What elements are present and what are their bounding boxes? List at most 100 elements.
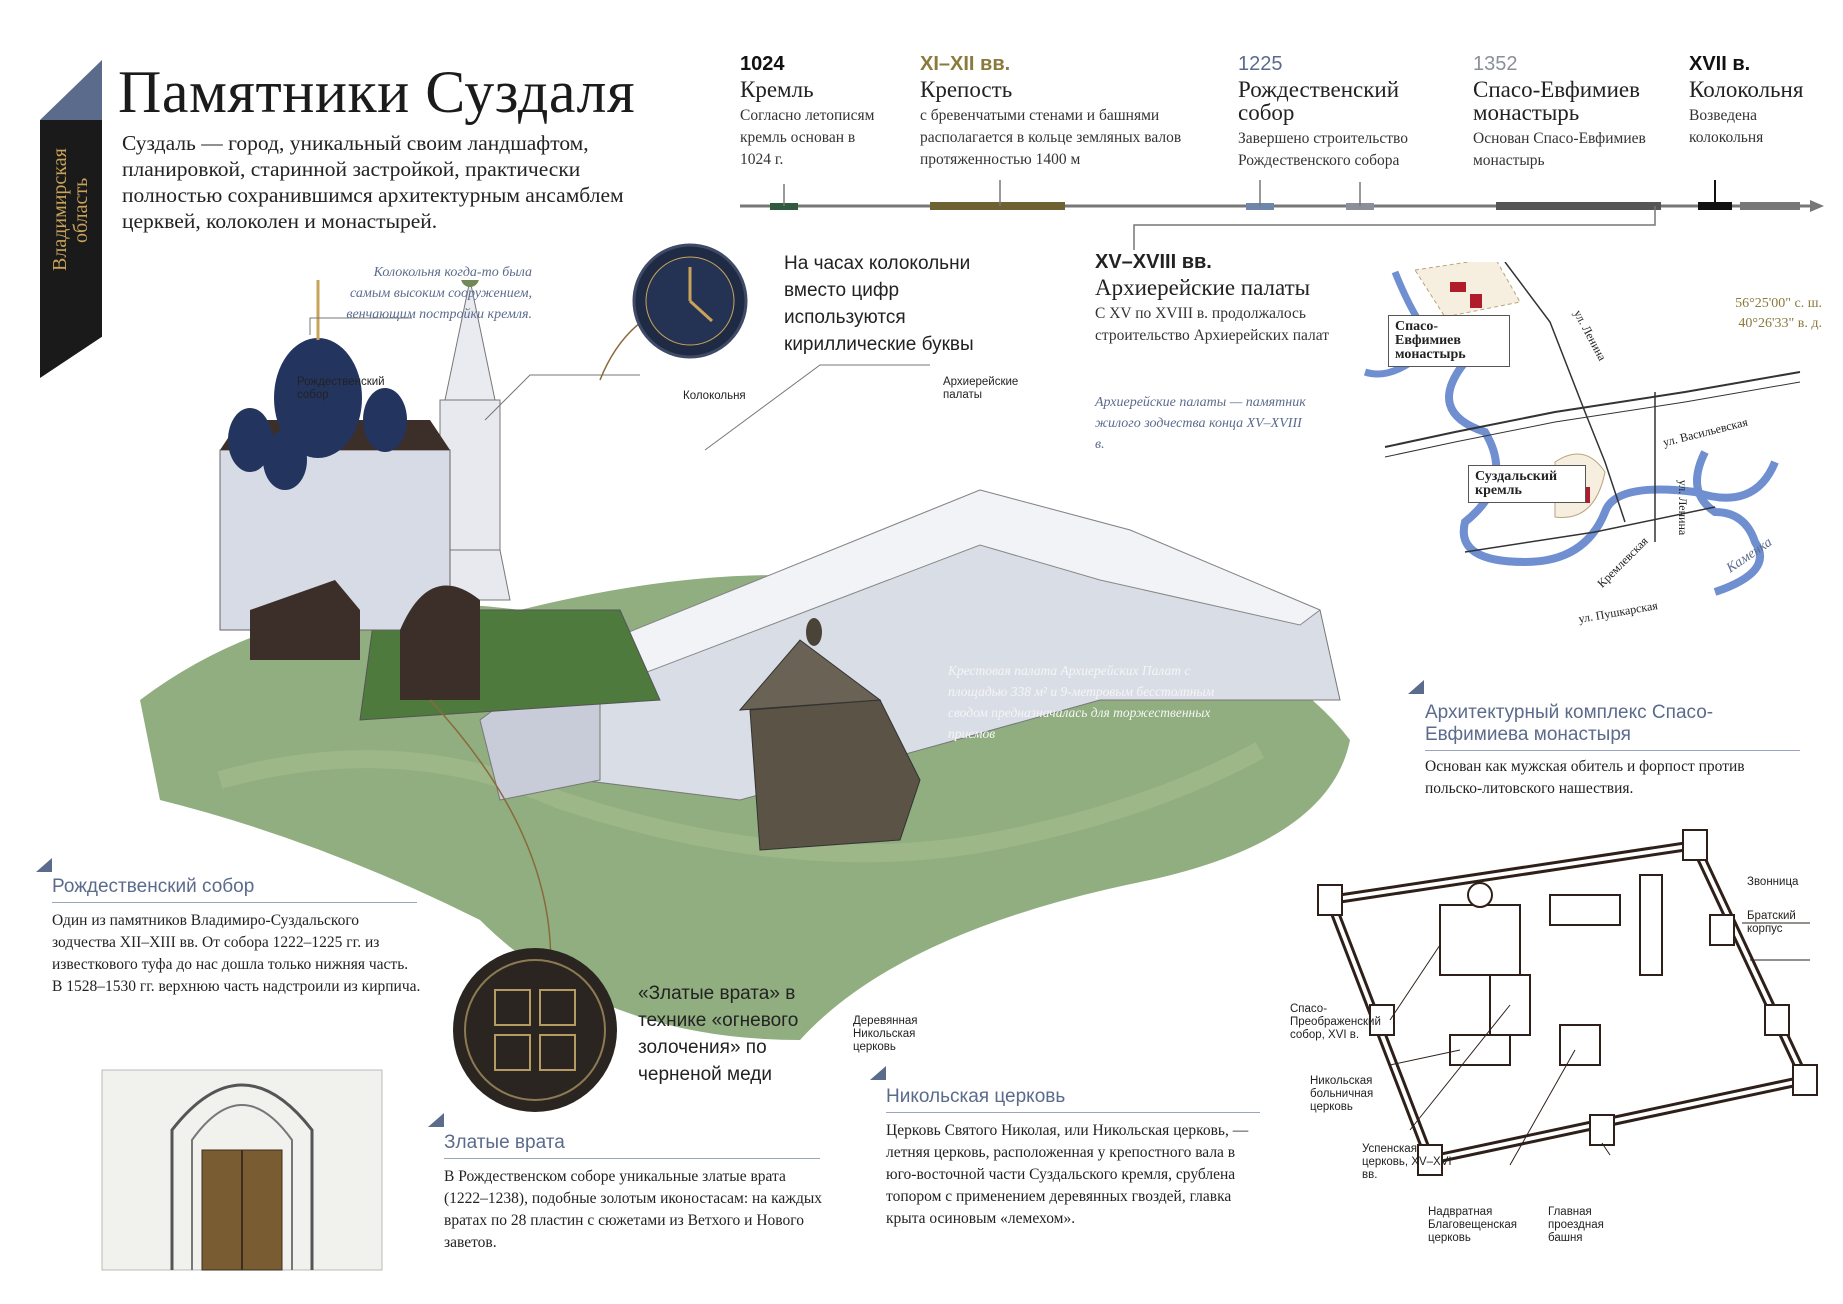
timeline-year: 1024 (740, 53, 785, 75)
region-ribbon (40, 120, 102, 378)
kremlin-illustration (140, 280, 1350, 1040)
tower-icon (1589, 1114, 1615, 1146)
section-marker (870, 1066, 886, 1080)
map-coordinates: 56°25'00" с. ш. 40°26'33" в. д. (1735, 296, 1822, 331)
timeline-item: XI–XII вв. Крепость с бревенчатыми стена… (920, 52, 1215, 171)
timeline-mark (1246, 203, 1274, 210)
building (1559, 1024, 1601, 1066)
tower-icon (1317, 884, 1343, 916)
road (1504, 262, 1626, 523)
timeline-desc: Согласно летописям кремль основан в 1024… (740, 107, 875, 168)
callout-line (1409, 1004, 1511, 1131)
building (1470, 294, 1482, 308)
timeline-desc: Основан Спасо-Евфимиев монастырь (1473, 130, 1646, 169)
building (1549, 894, 1621, 926)
nikolskaya-body: Церковь Святого Николая, или Никольская … (886, 1122, 1249, 1227)
cathedral-section-title: Рождественский собор (52, 876, 417, 903)
palaces-note: Архиерейские палаты — памятник жилого зо… (1095, 395, 1306, 452)
wooden-church-dome (806, 618, 822, 646)
timeline-name: Кремль (740, 77, 814, 102)
timeline-desc: Завершено строительство Рождественского … (1238, 130, 1408, 169)
timeline-year: XV–XVIII вв. (1095, 251, 1212, 273)
timeline-item: 1024 Кремль Согласно летописям кремль ос… (740, 52, 890, 171)
nikolskaya-title: Никольская церковь (886, 1086, 1260, 1113)
cathedral-dome-main (274, 338, 362, 458)
clock-icon (632, 243, 748, 359)
cathedral-plan (1439, 904, 1521, 976)
region-label: Владимирская область (49, 148, 92, 272)
road (1384, 381, 1801, 458)
timeline-year: 1225 (1238, 53, 1283, 75)
timeline-name: Крепость (920, 77, 1013, 102)
plan-label: Надвратная Благовещенская церковь (1428, 1206, 1517, 1244)
plan-label: Главная проездная башня (1548, 1206, 1604, 1244)
palace-roof (558, 489, 1321, 691)
section-marker (1408, 680, 1424, 694)
map-monastery-label: Спасо-Евфимиев монастырь (1388, 315, 1510, 367)
timeline-arrow-icon (1810, 200, 1824, 212)
monastery-area (1414, 262, 1521, 318)
belltower-note: Колокольня когда-то была самым высоким с… (346, 265, 532, 322)
map-street-label: ул. Ленина (1676, 479, 1691, 536)
river (1693, 450, 1764, 596)
timeline-mark (1740, 202, 1800, 210)
timeline-year: XVII в. (1689, 53, 1751, 75)
complex-title: Архитектурный комплекс Спасо-Евфимиева м… (1425, 702, 1800, 751)
timeline-item: 1225 Рождественский собор Завершено стро… (1238, 52, 1438, 172)
porch-right (400, 585, 480, 700)
belltower-label: Колокольня (683, 390, 746, 402)
timeline-item: 1352 Спасо-Евфимиев монастырь Основан Сп… (1473, 52, 1658, 172)
timeline-mark (1496, 202, 1661, 210)
cathedral-section-body: Один из памятников Владимиро-Суздальског… (52, 912, 421, 995)
cathedral-dome (228, 408, 272, 472)
road (1384, 371, 1801, 448)
plan-label: Братский корпус (1747, 910, 1796, 935)
intro-text: Суздаль — город, уникальный своим ландша… (122, 131, 624, 233)
tower-icon (1764, 1004, 1790, 1036)
gates-note: «Златые врата» в технике «огневого золоч… (638, 983, 799, 1085)
belltower-spire (444, 280, 496, 401)
timeline-year: 1352 (1473, 53, 1518, 75)
porch-roof (250, 580, 360, 660)
tower-icon (1709, 914, 1735, 946)
timeline-name: Спасо-Евфимиев монастырь (1473, 77, 1640, 125)
callout-line (1601, 1142, 1611, 1156)
cathedral-label: Рождественский собор (297, 376, 385, 401)
callout-line (1509, 1049, 1576, 1166)
dome-icon (1467, 882, 1493, 908)
tower-icon (1792, 1064, 1818, 1096)
complex-body: Основан как мужская обитель и форпост пр… (1425, 758, 1745, 797)
gates-callout (429, 699, 552, 981)
timeline-desc: с бревенчатыми стенами и башнями распола… (920, 107, 1182, 168)
road (1464, 506, 1716, 553)
plan-label: Спасо-Преображенский собор, XVI в. (1290, 1003, 1381, 1041)
page-title: Памятники Суздаля (118, 59, 636, 125)
timeline-year: XI–XII вв. (920, 53, 1011, 75)
palaces-label: Архиерейские палаты (943, 376, 1019, 401)
callout-line (484, 374, 640, 421)
timeline-desc: Возведена колокольня (1689, 107, 1764, 146)
timeline-mark (770, 203, 798, 210)
section-marker (428, 1113, 444, 1127)
callout-line (1389, 944, 1441, 1021)
plan-label: Звонница (1747, 876, 1799, 888)
gates-medallion-icon (453, 948, 617, 1112)
timeline-item-palaces: XV–XVIII вв. Архиерейские палаты С XV по… (1095, 250, 1335, 347)
monastery-plan (1317, 829, 1818, 1176)
tower-icon (1417, 1144, 1443, 1176)
gates-section-body: В Рождественском соборе уникальные златы… (444, 1168, 823, 1251)
timeline-name: Архиерейские палаты (1095, 275, 1311, 300)
timeline-name: Колокольня (1689, 77, 1804, 102)
timeline-axis (740, 180, 1824, 250)
ribbon-corner (40, 60, 102, 120)
cathedral-dome (363, 388, 407, 452)
plan-label: Никольская больничная церковь (1310, 1075, 1374, 1113)
brothers-building (1639, 874, 1663, 976)
timeline-branch (1133, 206, 1656, 250)
gates-section-title: Златые врата (444, 1132, 820, 1159)
arch-sketch (101, 1069, 383, 1271)
hall-note: Крестовая палата Архиерейских Палат с пл… (948, 663, 1215, 741)
callout-line (1389, 1049, 1461, 1066)
tower-icon (1682, 829, 1708, 861)
wooden-church-roof (738, 639, 882, 711)
